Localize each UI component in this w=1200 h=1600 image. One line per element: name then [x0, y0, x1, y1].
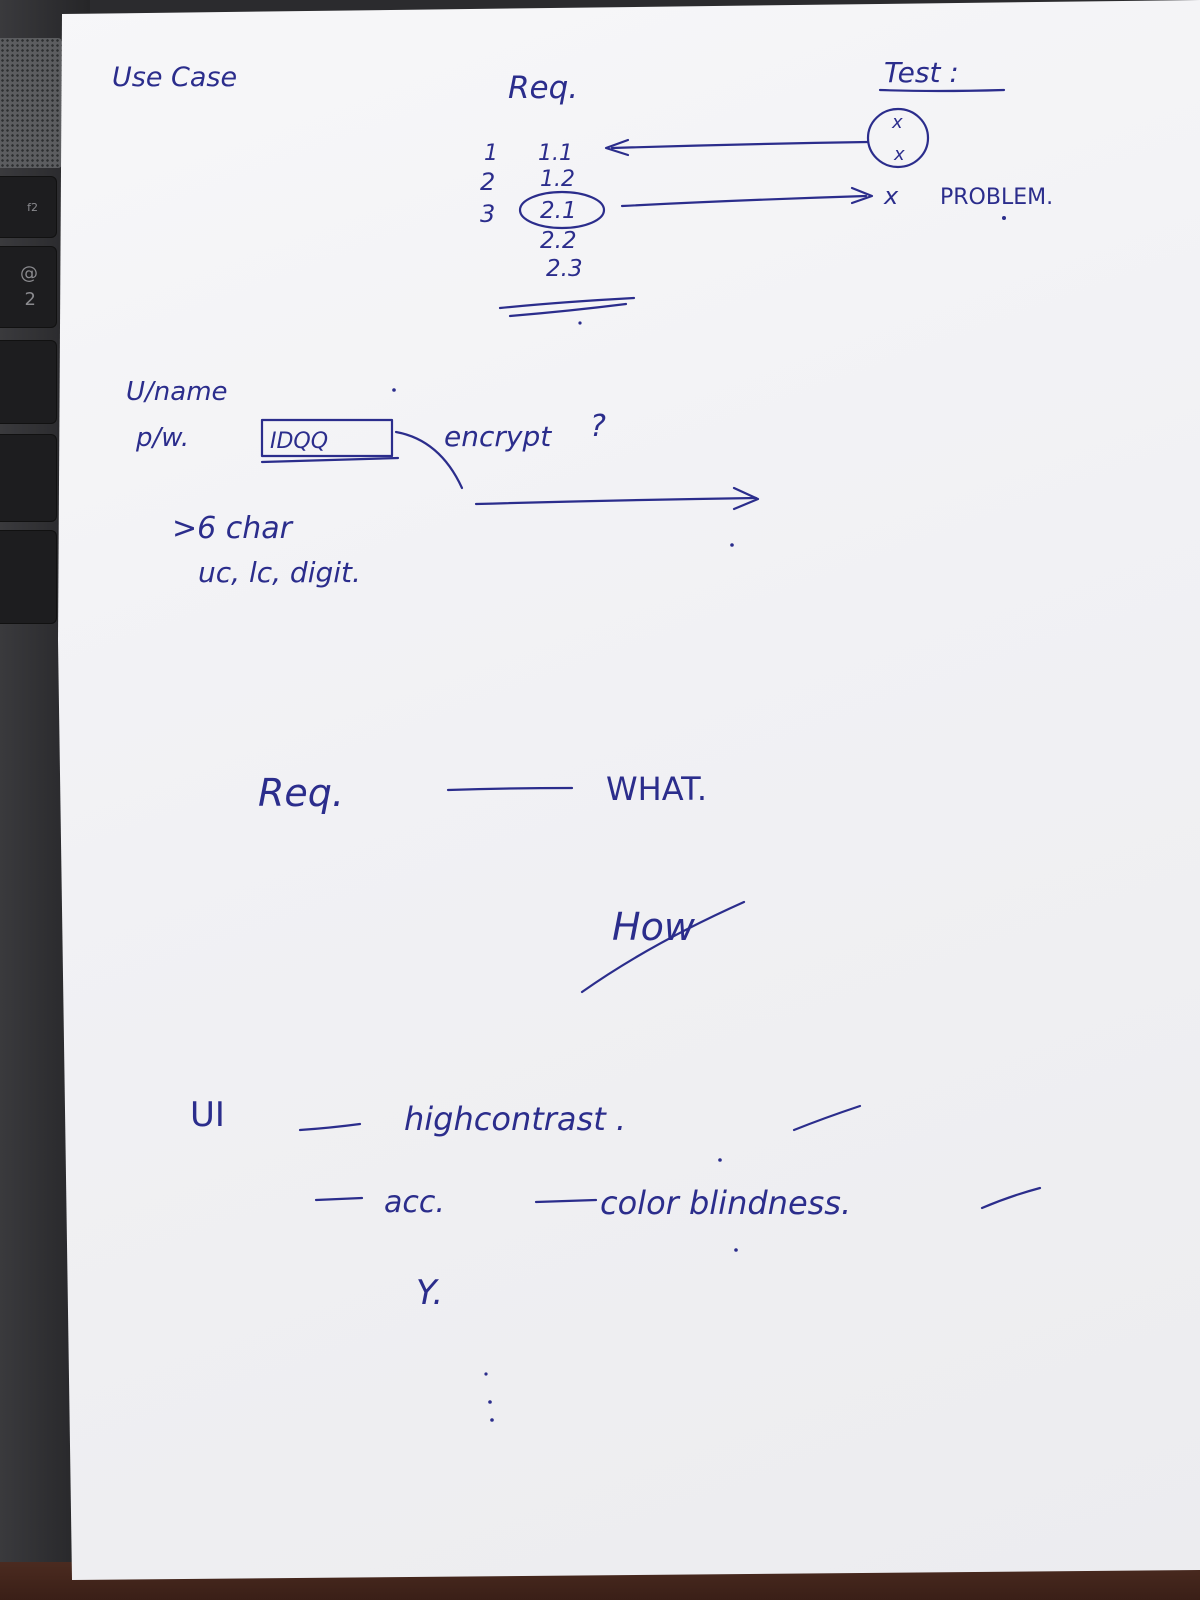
encrypt-connector [394, 430, 464, 490]
color-blindness-dash [534, 1198, 598, 1204]
speaker-grille [0, 38, 62, 168]
rule-length: >6 char [172, 511, 294, 546]
password-box [260, 418, 394, 458]
what-label: WHAT. [606, 770, 707, 808]
test-mark: x [893, 144, 905, 165]
row-number: 2 [480, 168, 495, 196]
ink-dot [488, 1400, 492, 1404]
ink-dot [730, 543, 734, 547]
test-heading: Test : [884, 56, 959, 89]
high-contrast-dash [792, 1104, 862, 1132]
ink-dot [718, 1158, 722, 1162]
ink-dot [1002, 216, 1006, 220]
problem-arrow-line [620, 194, 868, 208]
question-mark: ? [590, 409, 606, 444]
problem-mark: x [883, 182, 899, 210]
ink-dot [734, 1248, 738, 1252]
ink-dot [578, 321, 582, 325]
color-blindness-dash [980, 1186, 1042, 1210]
requirement-id: 2.1 [540, 198, 577, 224]
trace-arrowhead [604, 138, 630, 157]
password-label: p/w. [135, 423, 189, 453]
password-box-text: IDQQ [270, 429, 328, 454]
key-blank [0, 434, 57, 522]
row-number: 1 [484, 141, 498, 166]
acc-dash [314, 1196, 364, 1202]
requirements-underline [498, 296, 636, 310]
ui-label: UI [190, 1095, 225, 1135]
requirement-id: 2.2 [540, 228, 577, 254]
key-f2-label: f2 [27, 201, 38, 214]
problem-arrowhead [850, 186, 874, 205]
test-underline [878, 88, 1006, 93]
req-label: Req. [258, 771, 344, 815]
req-heading: Req. [508, 70, 578, 106]
encrypt-arrow-line [474, 496, 758, 506]
key-2: @ 2 [0, 246, 57, 328]
ink-dot [392, 388, 396, 392]
password-box-underline [260, 456, 400, 464]
requirement-id: 1.2 [540, 167, 575, 192]
test-mark: x [891, 112, 903, 133]
key-f2: f2 [0, 176, 57, 238]
requirement-id: 1.1 [538, 141, 573, 166]
color-blindness-label: color blindness. [600, 1184, 851, 1222]
test-circle [866, 107, 930, 169]
how-label: How [612, 905, 696, 949]
rule-classes: uc, lc, digit. [198, 556, 361, 589]
acc-label: acc. [384, 1185, 445, 1220]
y-mark: Y. [416, 1273, 443, 1313]
ink-dot [490, 1418, 494, 1422]
key-2-digit: 2 [24, 289, 36, 310]
username-label: U/name [126, 377, 228, 407]
high-contrast-label: highcontrast . [404, 1100, 626, 1138]
ink-dot [484, 1372, 488, 1376]
use-case-heading: Use Case [112, 62, 237, 93]
what-dash [446, 786, 574, 792]
key-blank [0, 530, 57, 624]
encrypt-arrowhead [732, 486, 760, 511]
requirement-id: 2.3 [546, 256, 583, 282]
requirement-circle [518, 190, 606, 230]
key-2-symbol: @ [20, 263, 38, 284]
row-number: 3 [480, 200, 495, 228]
key-blank [0, 340, 57, 424]
trace-arrow-line [610, 140, 870, 150]
requirements-underline [508, 302, 628, 318]
encrypt-label: encrypt [444, 420, 552, 453]
ui-dash [298, 1122, 362, 1132]
how-strikethrough [580, 900, 746, 994]
problem-label: PROBLEM. [940, 185, 1053, 210]
